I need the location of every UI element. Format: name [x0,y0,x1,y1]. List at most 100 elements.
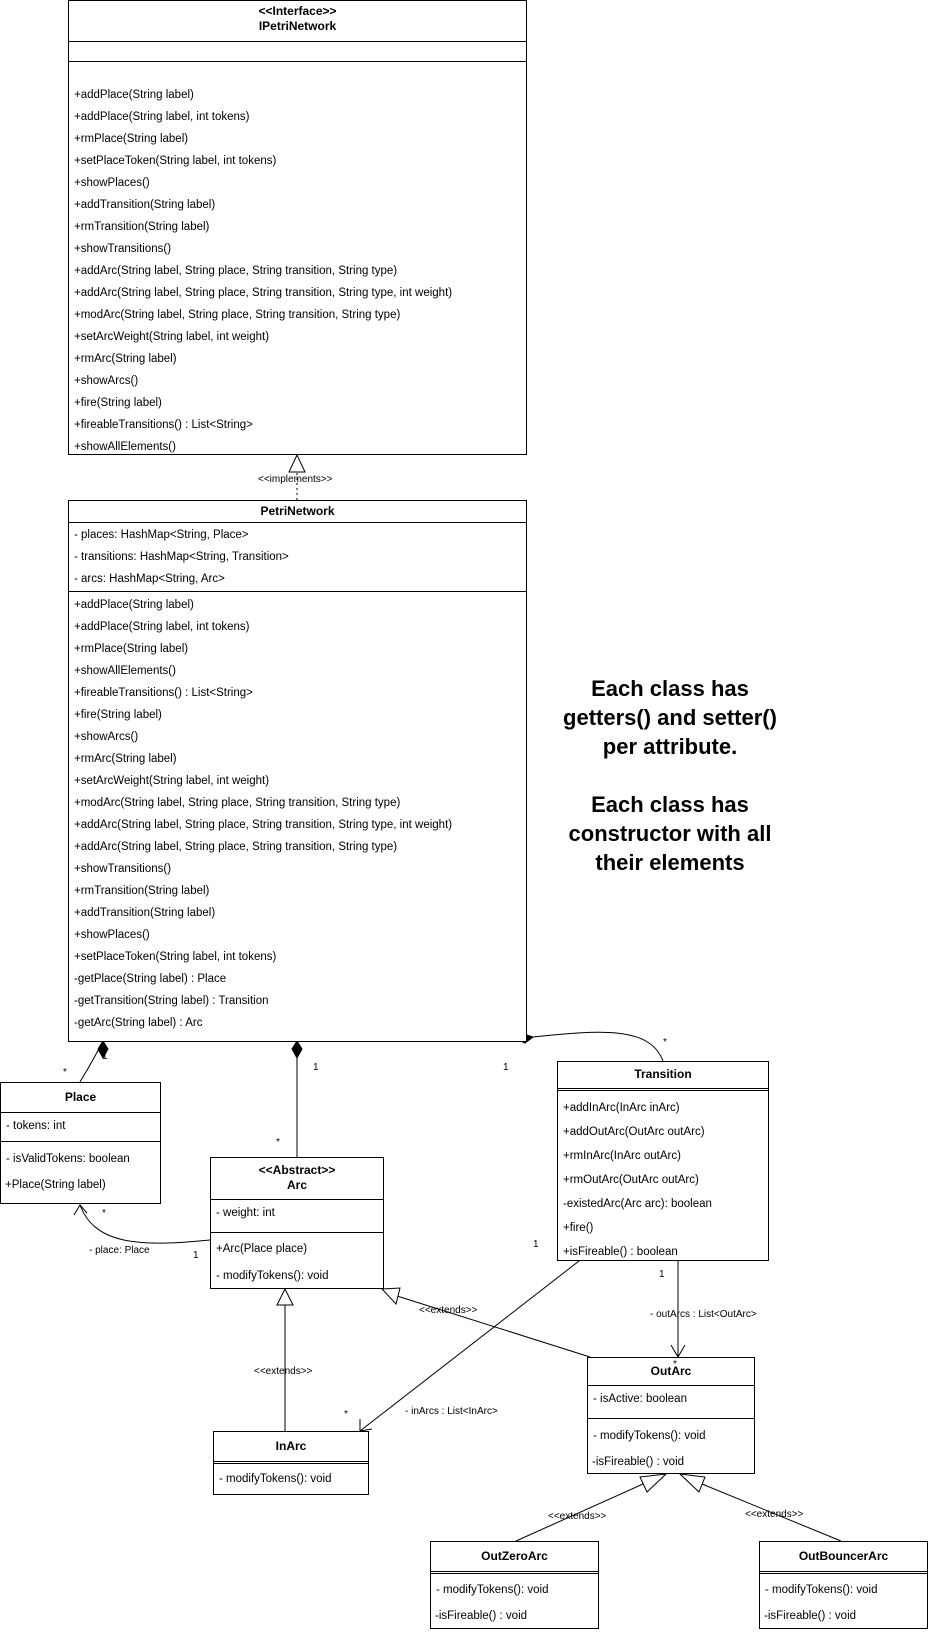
methods-section: +addPlace(String label) +addPlace(String… [69,592,526,1034]
class-ipetrinetwork-header: <<Interface>> IPetriNetwork [69,1,526,42]
methods-section: - modifyTokens(): void -isFireable() : v… [588,1419,754,1475]
methods-section: +Arc(Place place) - modifyTokens(): void [211,1233,383,1289]
multiplicity-inarc-one: 1 [533,1239,539,1250]
method: - modifyTokens(): void [436,1584,549,1596]
multiplicity-outarc-many: * [673,1359,677,1370]
method: +rmPlace(String label) [74,133,189,145]
class-petrinetwork[interactable]: PetriNetwork - places: HashMap<String, P… [68,500,527,1042]
method: +rmTransition(String label) [74,221,210,233]
methods-section: - modifyTokens(): void -isFireable() : v… [760,1574,927,1629]
method: +Place(String label) [5,1179,106,1191]
method: -getArc(String label) : Arc [74,1017,203,1029]
class-name: Place [64,1090,97,1104]
assoc-arc-place-arrow [73,1204,88,1216]
method: -getTransition(String label) : Transitio… [74,995,269,1007]
class-inarc[interactable]: InArc - modifyTokens(): void [213,1431,369,1495]
implements-arrowhead [288,453,306,473]
method: - isValidTokens: boolean [6,1153,130,1165]
multiplicity-inarc-many: * [344,1409,348,1420]
method: -isFireable() : void [764,1610,857,1622]
method: +modArc(String label, String place, Stri… [74,797,401,809]
methods-section: - modifyTokens(): void -isFireable() : v… [431,1574,598,1629]
method: +addInArc(InArc inArc) [563,1102,680,1114]
multiplicity-outarc-one: 1 [659,1269,665,1280]
note-gap [540,761,800,790]
attributes-section: - isActive: boolean [588,1386,754,1419]
method: -getPlace(String label) : Place [74,973,227,985]
method: +addArc(String label, String place, Stri… [74,841,398,853]
method: +setArcWeight(String label, int weight) [74,775,270,787]
class-name: OutZeroArc [481,1549,548,1563]
class-outbouncerarc-header: OutBouncerArc [760,1542,927,1574]
method: +fire() [563,1222,594,1234]
attribute: - weight: int [216,1207,275,1219]
methods-section: +addPlace(String label) +addPlace(String… [69,62,526,458]
methods-section: +addInArc(InArc inArc) +addOutArc(OutArc… [558,1091,768,1264]
implements-label: <<implements>> [258,474,333,485]
extends-outbouncer-label: <<extends>> [745,1509,804,1520]
method: +addPlace(String label) [74,599,194,611]
note-line: their elements [595,850,745,875]
extends-outbouncer-line [701,1483,842,1542]
method: -isFireable() : void [435,1610,528,1622]
composition-transition-line [532,1031,664,1062]
composition-place-diamond [97,1040,109,1060]
method: +rmOutArc(OutArc outArc) [563,1174,699,1186]
method: - modifyTokens(): void [219,1473,332,1485]
method: +rmInArc(InArc outArc) [563,1150,681,1162]
attributes-section [69,42,526,62]
multiplicity-arc-one: 1 [313,1062,319,1073]
stereotype-label: <<Abstract>> [258,1163,336,1177]
class-outbouncerarc[interactable]: OutBouncerArc - modifyTokens(): void -is… [759,1541,928,1629]
extends-outbouncer-arrowhead [678,1473,706,1493]
multiplicity-place-one: 1 [102,1051,108,1062]
class-ipetrinetwork[interactable]: <<Interface>> IPetriNetwork +addPlace(St… [68,0,527,455]
class-place[interactable]: Place - tokens: int - isValidTokens: boo… [0,1082,161,1204]
method: +addPlace(String label, int tokens) [74,111,250,123]
method: +showAllElements() [74,441,176,453]
assoc-arc-place-line [79,1204,211,1244]
method: - modifyTokens(): void [216,1270,329,1282]
multiplicity-transition-many: * [663,1037,667,1048]
methods-section: - modifyTokens(): void [214,1464,368,1491]
attribute: - places: HashMap<String, Place> [74,529,249,541]
class-name: Arc [286,1178,307,1192]
method: +setPlaceToken(String label, int tokens) [74,951,277,963]
class-name: OutArc [650,1364,692,1378]
method: +showPlaces() [74,177,150,189]
attribute: - tokens: int [6,1120,66,1132]
attributes-section: - weight: int [211,1200,383,1233]
class-outzeroarc[interactable]: OutZeroArc - modifyTokens(): void -isFir… [430,1541,599,1629]
multiplicity-arc-many: * [276,1137,280,1148]
method: +rmTransition(String label) [74,885,210,897]
method: +fire(String label) [74,397,162,409]
class-outarc[interactable]: OutArc - isActive: boolean - modifyToken… [587,1357,755,1474]
method: +Arc(Place place) [216,1243,308,1255]
extends-outarc-label: <<extends>> [419,1305,478,1316]
method: +addTransition(String label) [74,907,216,919]
composition-arc-diamond [291,1040,303,1060]
method: +showTransitions() [74,863,172,875]
multiplicity-place-many: * [63,1067,67,1078]
method: - modifyTokens(): void [593,1430,706,1442]
extends-outzero-label: <<extends>> [548,1511,607,1522]
methods-section: - isValidTokens: boolean +Place(String l… [1,1142,160,1198]
method: +fire(String label) [74,709,162,721]
method: +showPlaces() [74,929,150,941]
method: -isFireable() : void [592,1456,685,1468]
note-line: getters() and setter() [563,705,777,730]
attribute: - isActive: boolean [593,1393,687,1405]
class-arc[interactable]: <<Abstract>> Arc - weight: int +Arc(Plac… [210,1157,384,1289]
method: +isFireable() : boolean [563,1246,678,1258]
method: +addArc(String label, String place, Stri… [74,287,453,299]
class-transition-header: Transition [558,1062,768,1091]
method: -existedArc(Arc arc): boolean [563,1198,712,1210]
method: +addArc(String label, String place, Stri… [74,819,453,831]
class-outarc-header: OutArc [588,1358,754,1386]
method: +addArc(String label, String place, Stri… [74,265,398,277]
class-outzeroarc-header: OutZeroArc [431,1542,598,1574]
method: +addOutArc(OutArc outArc) [563,1126,705,1138]
class-transition[interactable]: Transition +addInArc(InArc inArc) +addOu… [557,1061,769,1261]
method: +fireableTransitions() : List<String> [74,419,253,431]
attributes-section: - places: HashMap<String, Place> - trans… [69,523,526,592]
